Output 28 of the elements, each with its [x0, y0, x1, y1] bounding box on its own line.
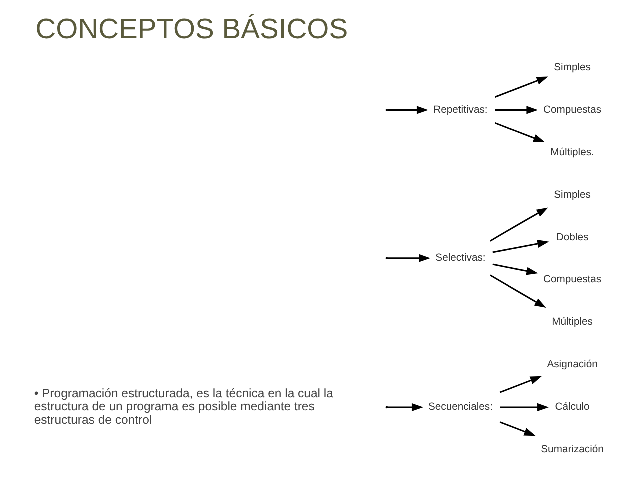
node-text: Sumarización	[541, 444, 604, 456]
arrow	[494, 122, 546, 142]
node-text: Asignación	[547, 360, 598, 371]
node-text: Dobles	[556, 232, 589, 244]
arrow	[500, 403, 550, 412]
node-text: Cálculo	[555, 402, 590, 414]
arrow	[500, 422, 536, 436]
node-text: Múltiples	[552, 317, 593, 328]
arrow	[500, 376, 542, 394]
node-text: Compuestas	[543, 104, 602, 116]
node-text: Selectivas:	[436, 253, 486, 264]
node-text: Simples	[554, 190, 591, 201]
label: • Programación estructurada, es la técnica en la cual la estructura de un programa es posible mediante tres estructuras de control	[34, 386, 334, 427]
arrow	[490, 274, 546, 308]
arrow	[495, 106, 538, 114]
arrow	[388, 106, 428, 114]
diagram-title: CONCEPTOS BÁSICOS	[36, 12, 348, 45]
node-text: Repetitivas:	[434, 104, 488, 116]
arrow	[388, 403, 424, 412]
node-text: Compuestas	[543, 274, 602, 286]
arrow	[492, 240, 550, 254]
arrow	[492, 264, 538, 276]
node-text: Simples	[554, 62, 591, 74]
arrow	[388, 254, 431, 262]
node-text: Múltiples.	[550, 147, 594, 158]
node-text: Secuenciales:	[428, 402, 493, 414]
arrow	[494, 76, 548, 98]
arrow	[490, 208, 548, 242]
